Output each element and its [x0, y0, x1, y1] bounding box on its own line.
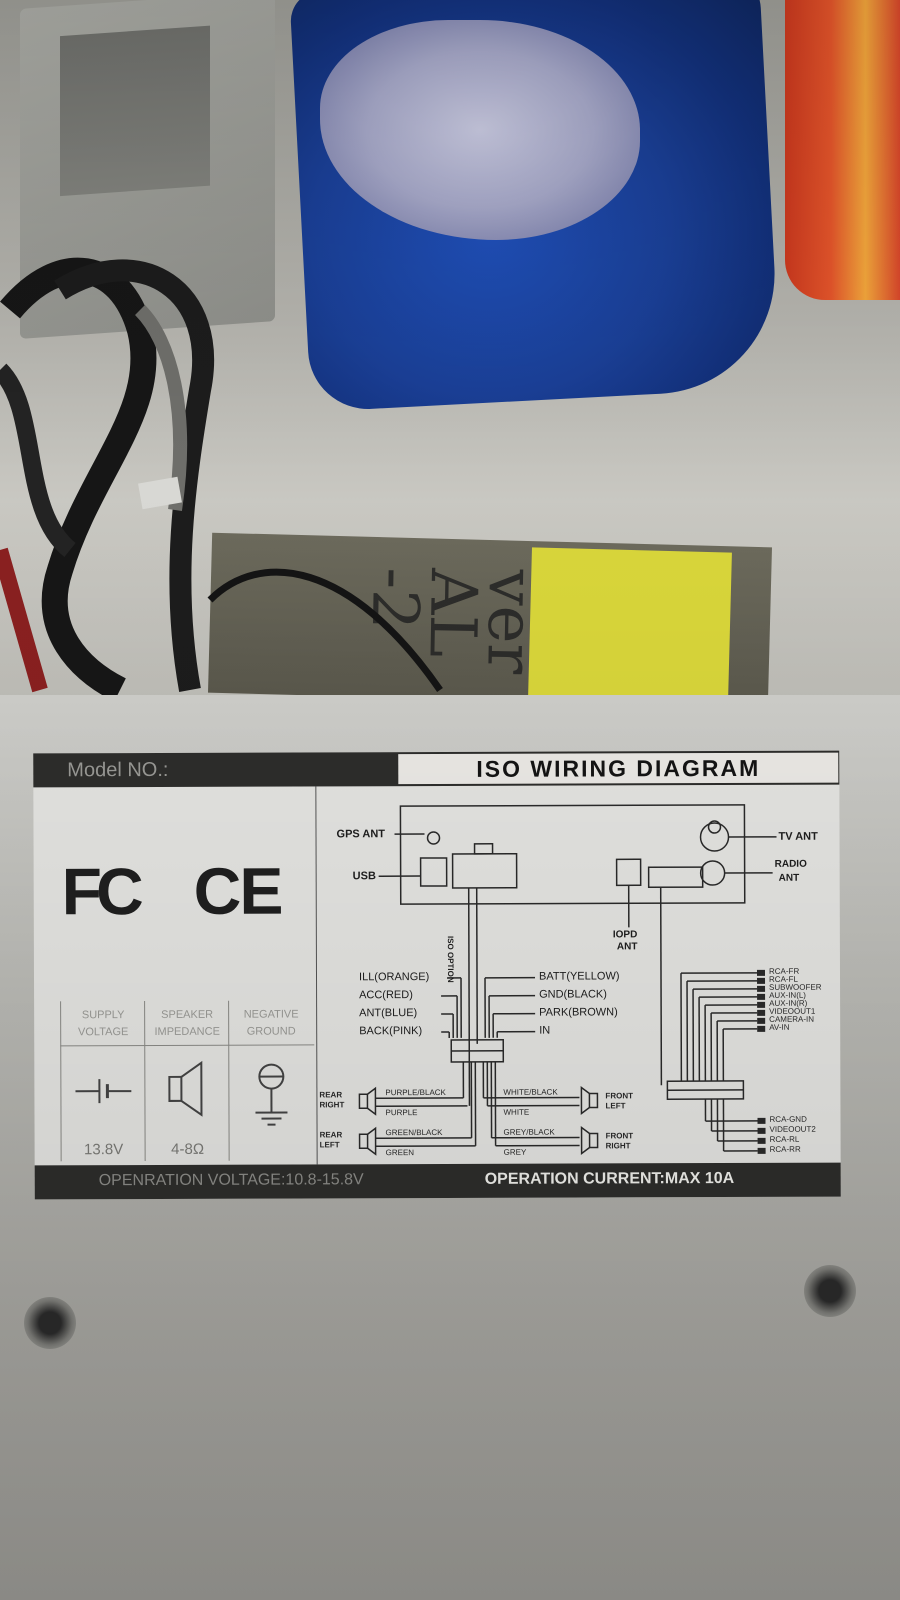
spec-header: SPEAKER IMPEDANCE	[154, 1008, 220, 1038]
operation-voltage: OPENRATION VOLTAGE:10.8-15.8V	[98, 1171, 364, 1190]
ce-logo: CE	[193, 853, 282, 928]
wire-purple-label: PURPLE	[385, 1108, 418, 1118]
iso-option-label: ISO OPTION	[445, 935, 456, 983]
label-header: Model NO.: ISO WIRING DIAGRAM	[33, 750, 840, 788]
gps-antenna-label: GPS ANT	[336, 828, 386, 841]
wire-park-label: PARK(BROWN)	[539, 1006, 618, 1019]
radio-antenna-label-2: ANT	[778, 872, 800, 884]
wire-white-label: WHITE	[503, 1107, 530, 1117]
wiring-label: Model NO.: ISO WIRING DIAGRAM FC CE SUPP…	[33, 750, 842, 1200]
label-footer: OPENRATION VOLTAGE:10.8-15.8V OPERATION …	[34, 1162, 841, 1200]
wire-acc-label: ACC(RED)	[359, 989, 413, 1002]
tv-antenna-label: TV ANT	[778, 830, 818, 843]
spec-negative-ground: NEGATIVE GROUND	[228, 1000, 314, 1161]
rear-right-label: REAR	[319, 1090, 343, 1100]
wire-white-black-label: WHITE/BLACK	[503, 1087, 558, 1097]
wire-green-black-label: GREEN/BLACK	[385, 1127, 443, 1138]
rca-label: RCA-RL	[769, 1134, 800, 1144]
rca-label: RCA-GND	[769, 1114, 807, 1124]
spec-value: 4-8Ω	[171, 1140, 205, 1158]
background-clutter: ver AL -2	[0, 0, 900, 720]
ground-symbol-icon	[255, 1063, 288, 1126]
front-left-label-2: LEFT	[605, 1101, 626, 1111]
wire-batt-label: BATT(YELLOW)	[538, 970, 620, 983]
wire-purple-black-label: PURPLE/BLACK	[385, 1087, 446, 1098]
front-right-label: FRONT	[605, 1131, 634, 1141]
wiring-lines	[358, 804, 777, 1156]
iopd-antenna-label: IOPD	[612, 929, 638, 941]
bag-fold	[320, 20, 640, 240]
iopd-antenna-label-2: ANT	[616, 941, 638, 953]
wire-ill-label: ILL(ORANGE)	[358, 971, 430, 984]
usb-label: USB	[352, 870, 376, 883]
front-left-label: FRONT	[605, 1091, 634, 1101]
rear-left-label-2: LEFT	[319, 1140, 340, 1150]
screw-left	[24, 1297, 76, 1349]
spec-table: SUPPLY VOLTAGE 13.8V SPEAKER IMPEDANCE 4…	[60, 1000, 315, 1162]
wire-grey-label: GREY	[503, 1147, 527, 1157]
rca-label: VIDEOOUT2	[769, 1124, 816, 1134]
wiring-diagram: GPS ANT USB TV ANT RADIO ANT IOPD ANT IS…	[315, 784, 842, 1165]
spec-header: NEGATIVE GROUND	[243, 1008, 299, 1038]
fcc-logo: FC	[61, 854, 138, 929]
spec-speaker-impedance: SPEAKER IMPEDANCE 4-8Ω	[144, 1000, 230, 1162]
wire-grey-black-label: GREY/BLACK	[503, 1127, 555, 1137]
speaker-symbol-icon	[168, 1060, 203, 1117]
rear-right-label-2: RIGHT	[319, 1100, 345, 1110]
spec-value: 13.8V	[83, 1141, 124, 1159]
spec-supply-voltage: SUPPLY VOLTAGE 13.8V	[60, 1001, 146, 1162]
rca-label: RCA-RR	[769, 1144, 801, 1154]
wire-ant-label: ANT(BLUE)	[359, 1007, 418, 1020]
battery-symbol-icon	[75, 1079, 132, 1104]
front-right-label-2: RIGHT	[605, 1141, 631, 1151]
operation-current: OPERATION CURRENT:MAX 10A	[484, 1169, 735, 1188]
diagram-title: ISO WIRING DIAGRAM	[398, 752, 839, 785]
black-cables	[0, 257, 215, 700]
spec-header: SUPPLY VOLTAGE	[78, 1009, 129, 1039]
yellow-card	[528, 547, 732, 703]
wire-in-label: IN	[539, 1024, 551, 1037]
wire-back-label: BACK(PINK)	[359, 1025, 423, 1038]
wire-gnd-label: GND(BLACK)	[539, 988, 607, 1001]
screw-right	[804, 1265, 856, 1317]
orange-can	[785, 0, 900, 300]
wire-green-label: GREEN	[385, 1148, 415, 1158]
model-number: Model NO.:	[67, 758, 169, 782]
rear-left-label: REAR	[319, 1130, 343, 1140]
rca-label: AV-IN	[769, 1022, 790, 1032]
radio-antenna-label: RADIO	[774, 858, 807, 870]
